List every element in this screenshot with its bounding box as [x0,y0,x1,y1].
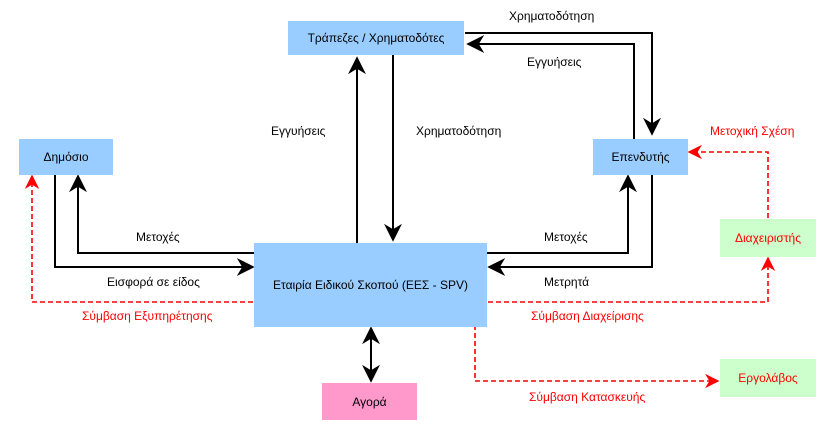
dashed-equity-relationship [687,144,769,218]
label-equity-relationship: Μετοχική Σχέση [710,124,795,138]
label-construction-contract: Σύμβαση Κατασκευής [529,390,646,404]
label-service-contract: Σύμβαση Εξυπηρέτησης [82,309,213,323]
label-management-contract: Σύμβαση Διαχείρισης [531,309,644,323]
node-spv: Εταιρία Ειδικού Σκοπού (ΕΕΣ - SPV) [254,243,487,327]
label-guarantees-center: Εγγυήσεις [271,124,326,138]
label-shares-left: Μετοχές [136,230,180,244]
label-guarantees-right: Εγγυήσεις [527,55,582,69]
dashed-management-contract [488,256,776,303]
label-financing-center: Χρηματοδότηση [416,124,502,138]
arrow-shares-spv-to-public [69,174,256,254]
label-shares-right: Μετοχές [544,230,588,244]
arrow-cash-investor-to-spv [487,175,653,276]
label-contribution-in-kind: Εισφορά σε είδος [107,275,200,289]
node-banks: Τράπεζες / Χρηματοδότες [288,21,464,55]
label-financing-top: Χρηματοδότηση [509,9,595,23]
node-manager: Διαχειριστής [720,219,816,257]
arrow-contribution-public-to-spv [54,175,255,276]
node-investor: Επενδυτής [593,139,688,175]
arrow-shares-spv-to-investor [486,174,637,254]
node-market: Αγορά [322,383,417,420]
node-contractor: Εργολάβος [720,359,816,397]
node-public: Δημόσιο [19,139,113,175]
arrow-guarantees-investor-to-banks [466,35,635,140]
label-cash: Μετρητά [544,275,590,289]
arrow-financing-banks-to-investor [465,32,661,136]
dashed-construction-contract [474,325,720,389]
dashed-service-contract [24,174,253,303]
